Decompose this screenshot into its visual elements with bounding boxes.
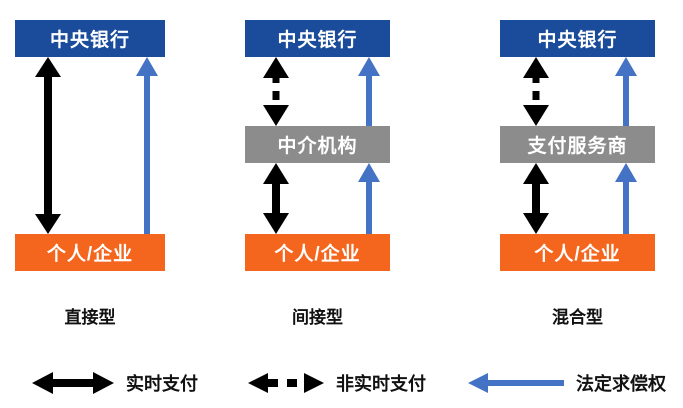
arrow-legal-claim-hybrid-lower bbox=[615, 163, 637, 234]
legend-legal-claim-arrow-icon bbox=[468, 373, 564, 393]
arrow-realtime-hybrid bbox=[523, 163, 549, 234]
node-central-bank-indirect: 中央银行 bbox=[245, 20, 390, 57]
legend-item-non-realtime: 非实时支付 bbox=[248, 358, 426, 408]
legend-non-realtime-arrow-icon bbox=[248, 373, 324, 393]
column-indirect: 中央银行 中介机构 个人/企业 间接型 bbox=[245, 0, 390, 340]
column-label-hybrid: 混合型 bbox=[552, 308, 603, 327]
arrow-non-realtime-indirect bbox=[263, 57, 289, 126]
legend-item-legal-claim: 法定求偿权 bbox=[468, 358, 666, 408]
legend-label-legal-claim: 法定求偿权 bbox=[576, 374, 666, 394]
column-hybrid: 中央银行 支付服务商 个人/企业 混合型 bbox=[500, 0, 655, 340]
node-user-indirect: 个人/企业 bbox=[245, 234, 390, 271]
legend-realtime-arrow-icon bbox=[32, 372, 114, 394]
arrow-realtime-direct bbox=[35, 57, 61, 234]
node-user-hybrid: 个人/企业 bbox=[500, 234, 655, 271]
node-central-bank-hybrid: 中央银行 bbox=[500, 20, 655, 57]
legend-item-realtime: 实时支付 bbox=[32, 358, 198, 408]
node-payment-service-provider: 支付服务商 bbox=[500, 126, 655, 163]
arrow-legal-claim-indirect-upper bbox=[358, 57, 380, 126]
arrow-non-realtime-hybrid bbox=[523, 57, 549, 126]
column-label-indirect: 间接型 bbox=[292, 308, 343, 327]
node-central-bank-direct: 中央银行 bbox=[15, 20, 165, 57]
column-label-direct: 直接型 bbox=[64, 308, 116, 327]
arrow-legal-claim-direct bbox=[136, 57, 158, 234]
legend-label-realtime: 实时支付 bbox=[126, 374, 198, 394]
arrow-legal-claim-indirect-lower bbox=[358, 163, 380, 234]
legend: 实时支付 非实时支付 法定求偿权 bbox=[0, 358, 683, 408]
arrow-realtime-indirect bbox=[263, 163, 289, 234]
node-user-direct: 个人/企业 bbox=[15, 234, 165, 271]
node-intermediary: 中介机构 bbox=[245, 126, 390, 163]
arrow-legal-claim-hybrid-upper bbox=[615, 57, 637, 126]
legend-label-non-realtime: 非实时支付 bbox=[336, 374, 426, 394]
column-direct: 中央银行 个人/企业 直接型 bbox=[15, 0, 165, 340]
